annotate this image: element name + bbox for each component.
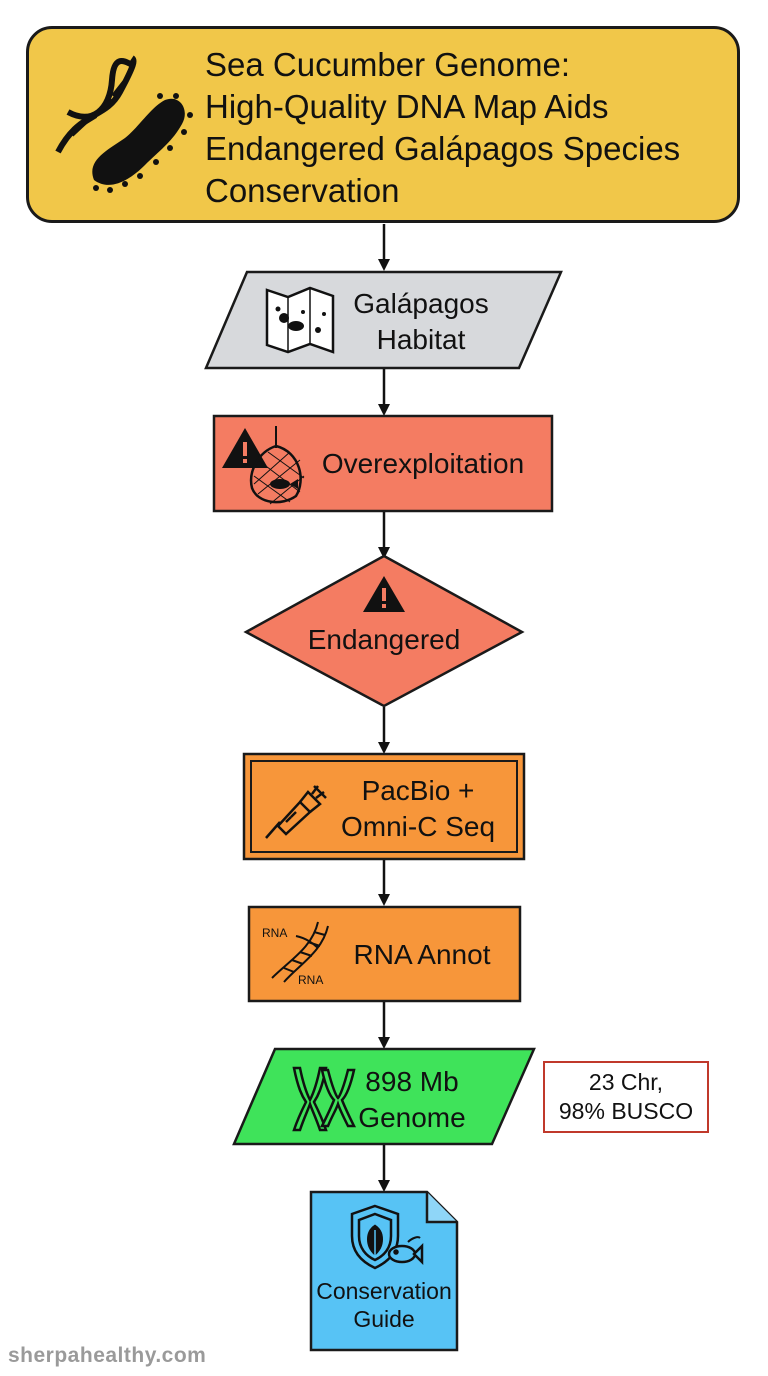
habitat-label-line2: Habitat bbox=[376, 324, 466, 355]
dna-sea-cucumber-icon bbox=[55, 55, 193, 193]
title-line: High-Quality DNA Map Aids bbox=[205, 88, 609, 125]
page-title: Sea Cucumber Genome: High-Quality DNA Ma… bbox=[205, 44, 735, 212]
genome-node bbox=[232, 1047, 536, 1146]
title-line: Sea Cucumber Genome: bbox=[205, 46, 571, 83]
stats-line2: 98% BUSCO bbox=[558, 1098, 694, 1124]
chromosome-icon bbox=[292, 1066, 357, 1132]
map-icon bbox=[265, 286, 335, 354]
genome-label-line2: Genome bbox=[358, 1102, 466, 1133]
sequencing-node bbox=[242, 752, 526, 861]
stats-line1: 23 Chr, bbox=[588, 1069, 664, 1095]
rna-strand-icon bbox=[271, 921, 329, 983]
guide-node bbox=[309, 1190, 459, 1352]
guide-label-line2: Guide bbox=[353, 1306, 415, 1332]
title-line: Endangered Galápagos Species bbox=[205, 130, 681, 167]
rna-icon-label: RNA bbox=[262, 926, 287, 940]
sequencing-inner-border bbox=[250, 760, 518, 853]
guide-label-line1: Conservation bbox=[316, 1278, 452, 1304]
endangered-label: Endangered bbox=[307, 624, 461, 655]
habitat-label: Galápagos Habitat bbox=[336, 286, 506, 358]
watermark: sherpahealthy.com bbox=[8, 1344, 207, 1367]
sequencing-label: PacBio + Omni-C Seq bbox=[318, 773, 518, 845]
rna-node bbox=[247, 905, 522, 1003]
sequencing-label-line1: PacBio + bbox=[361, 775, 475, 806]
title-line: Conservation bbox=[205, 172, 400, 209]
warning-icon bbox=[363, 576, 405, 612]
warning-fishing-net-icon bbox=[222, 426, 305, 505]
endangered-node bbox=[243, 554, 525, 708]
rna-icon-label: RNA bbox=[298, 973, 323, 987]
shield-leaf-fish-icon bbox=[350, 1204, 424, 1270]
genome-label: 898 Mb Genome bbox=[340, 1064, 484, 1136]
guide-label: Conservation Guide bbox=[311, 1277, 457, 1333]
rna-label: RNA Annot bbox=[353, 939, 491, 970]
pipette-icon bbox=[265, 785, 327, 839]
stats-annotation-text: 23 Chr, 98% BUSCO bbox=[543, 1068, 709, 1126]
sequencing-label-line2: Omni-C Seq bbox=[340, 811, 496, 842]
stats-annotation-box bbox=[543, 1061, 709, 1133]
overexploitation-label: Overexploitation bbox=[321, 448, 525, 479]
genome-label-line1: 898 Mb bbox=[365, 1066, 459, 1097]
overexploitation-node bbox=[212, 414, 554, 513]
habitat-label-line1: Galápagos bbox=[353, 288, 489, 319]
document-fold bbox=[425, 1192, 457, 1224]
